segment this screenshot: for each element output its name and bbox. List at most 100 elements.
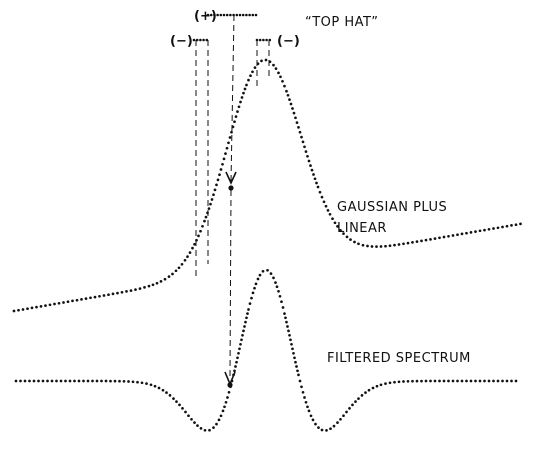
curve-dot xyxy=(223,405,226,409)
curve-dot xyxy=(300,385,303,389)
curve-dot xyxy=(285,320,288,324)
curve-dot xyxy=(354,400,357,403)
kernel-dot xyxy=(254,13,258,17)
curve-dot xyxy=(316,185,320,189)
curve-dot xyxy=(339,228,342,232)
curve-dot xyxy=(41,379,45,383)
curve-dot xyxy=(208,428,211,432)
curve-dot xyxy=(80,298,83,301)
curve-dot xyxy=(260,59,263,63)
curve-dot xyxy=(307,409,311,413)
curve-dot xyxy=(53,302,56,306)
curve-dot xyxy=(253,286,256,290)
curve-dot xyxy=(107,293,110,297)
curve-dot xyxy=(456,379,459,383)
curve-dot xyxy=(438,236,441,240)
curve-dot xyxy=(236,356,239,360)
curve-dot xyxy=(82,379,85,383)
curve-dot xyxy=(206,211,209,215)
curve-dot xyxy=(393,380,396,384)
curve-dot xyxy=(474,230,477,233)
curve-dot xyxy=(71,299,74,303)
curve-dot xyxy=(120,290,124,294)
curve-dot xyxy=(411,379,414,383)
curve-dot xyxy=(501,379,504,383)
kernel-dot xyxy=(251,13,255,17)
curve-dot xyxy=(325,429,328,432)
curve-dot xyxy=(212,193,215,197)
curve-dot xyxy=(217,418,221,422)
curve-dot xyxy=(98,294,101,298)
curve-dot xyxy=(320,195,324,199)
curve-dot xyxy=(514,223,518,227)
curve-dot xyxy=(469,379,473,383)
curve-dot xyxy=(469,231,473,234)
curve-dot xyxy=(465,379,468,383)
curve-dot xyxy=(188,251,192,254)
curve-dot xyxy=(420,239,423,243)
curve-dot xyxy=(328,212,332,216)
curve-dot xyxy=(35,305,38,309)
curve-dot xyxy=(397,380,401,384)
curve-dot xyxy=(379,383,383,387)
curve-dot xyxy=(229,385,232,389)
kernel-dot xyxy=(262,38,265,42)
curve-dot xyxy=(353,240,356,244)
curve-dot xyxy=(246,312,249,315)
curve-dot xyxy=(304,150,308,153)
curve-dot xyxy=(256,277,260,281)
curve-dot xyxy=(281,306,285,309)
curve-dot xyxy=(492,379,495,383)
curve-dot xyxy=(379,245,383,248)
curve-dot xyxy=(248,302,252,305)
curve-dot xyxy=(411,241,414,244)
curve-dot xyxy=(460,379,464,383)
curve-dot xyxy=(129,289,133,292)
curve-dot xyxy=(243,325,246,328)
kernel-left-sign: (−) xyxy=(170,34,193,49)
curve-dot xyxy=(291,347,294,351)
curve-dot xyxy=(261,269,265,273)
curve-dot xyxy=(275,285,279,289)
curve-dot xyxy=(147,284,151,288)
curve-dot xyxy=(487,227,491,231)
curve-dot xyxy=(496,379,500,383)
curve-dot xyxy=(199,427,203,430)
curve-dot xyxy=(100,379,103,383)
curve-dot xyxy=(290,342,293,346)
curve-dot xyxy=(280,300,283,304)
curve-dot xyxy=(28,379,31,383)
curve-dot xyxy=(505,379,509,383)
curve-dot xyxy=(474,379,477,383)
curve-dot xyxy=(336,225,339,228)
curve-dot xyxy=(361,243,365,247)
curve-dot xyxy=(483,228,486,232)
curve-dot xyxy=(336,421,339,424)
kernel-center-sign: (+) xyxy=(194,9,217,24)
curve-dot xyxy=(268,60,272,64)
curve-dot xyxy=(145,382,148,385)
curve-dot xyxy=(44,304,47,307)
curve-dot xyxy=(300,135,303,139)
arrow-line-upper xyxy=(230,14,235,183)
curve-dot xyxy=(224,152,227,155)
curve-dot xyxy=(317,426,320,429)
curve-dot xyxy=(93,295,97,299)
curve-dot xyxy=(258,273,262,277)
curve-dot xyxy=(342,414,345,418)
curve-dot xyxy=(297,373,300,377)
curve-dot xyxy=(332,424,336,428)
curve-dot xyxy=(375,384,379,388)
curve-dot xyxy=(424,238,428,242)
curve-dot xyxy=(251,70,254,74)
curve-dot xyxy=(501,225,504,229)
kernel-dot xyxy=(265,38,268,42)
curve-dot xyxy=(388,381,392,385)
curve-dot xyxy=(168,394,172,397)
curve-dot xyxy=(163,277,167,281)
curve-dot xyxy=(225,146,229,150)
curve-dot xyxy=(165,391,168,394)
curve-dot xyxy=(292,351,295,355)
curve-dot xyxy=(388,244,392,248)
curve-dot xyxy=(184,410,187,414)
